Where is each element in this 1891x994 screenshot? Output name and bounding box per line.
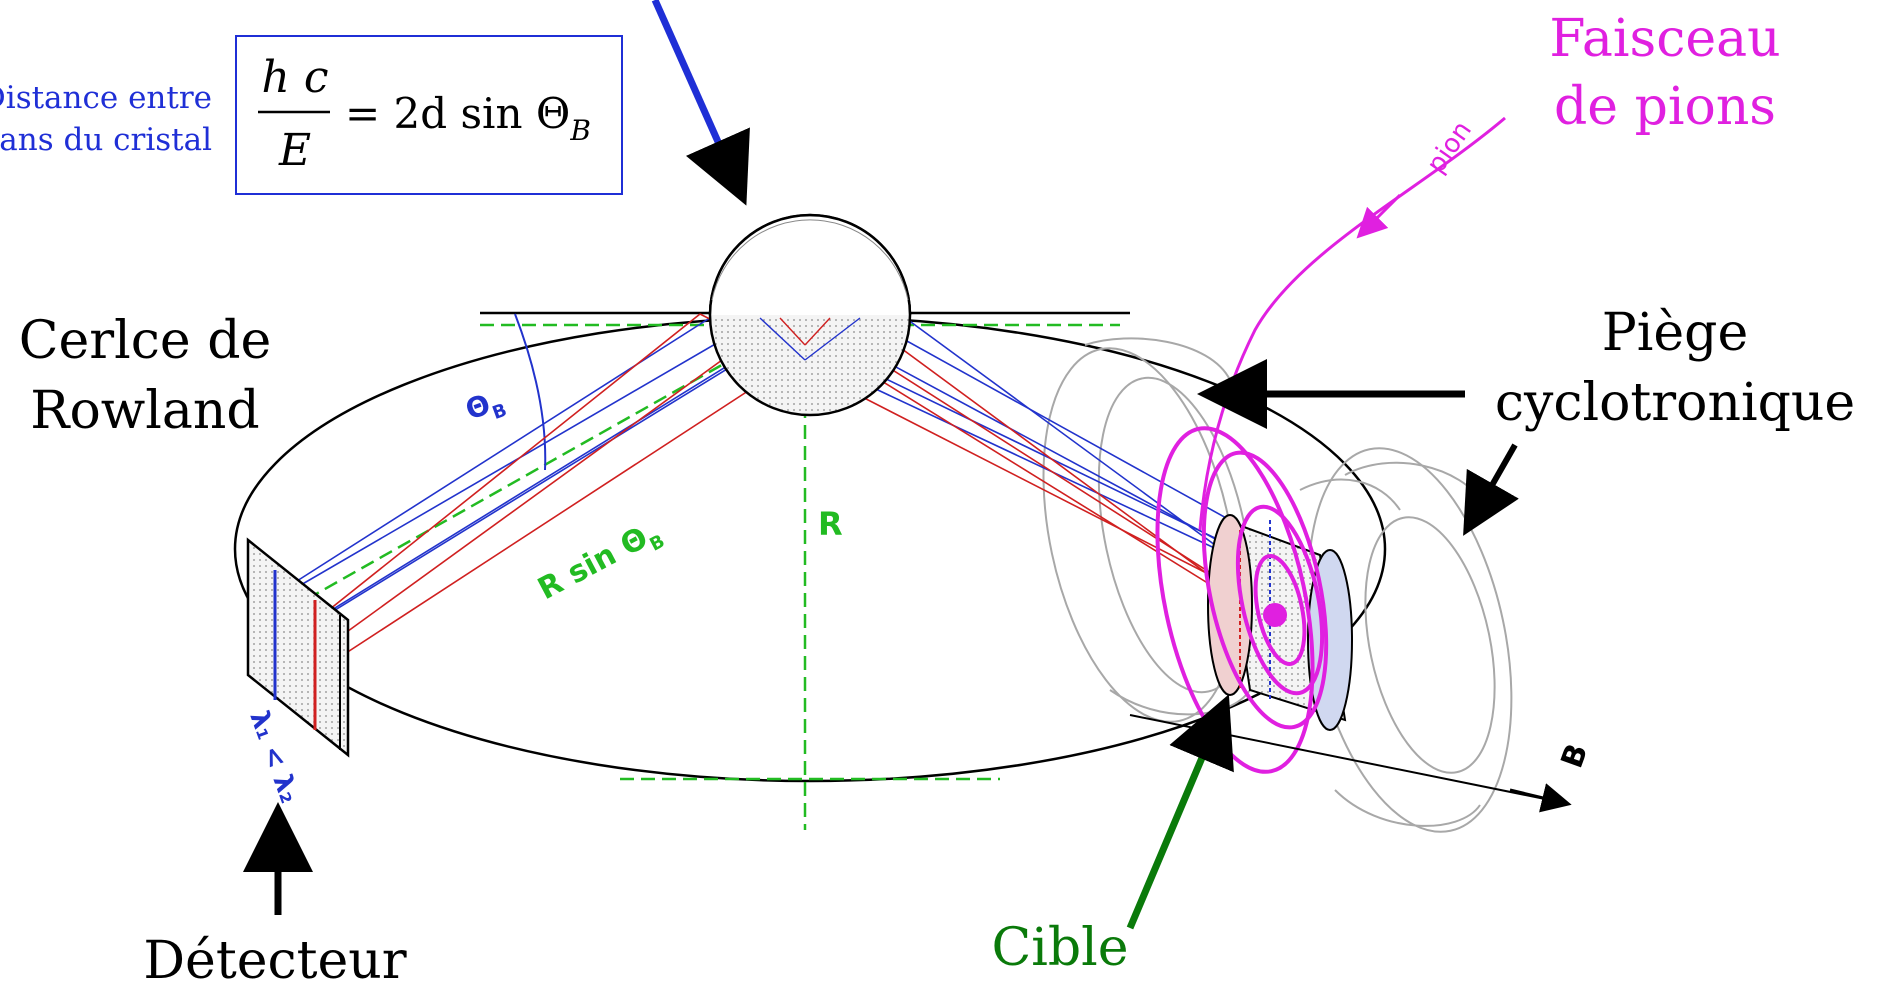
- r-sin-label: R sin ΘB: [532, 514, 668, 612]
- crystal-note-line1: Distance entre: [0, 80, 212, 116]
- target-pointer-arrow: [1130, 720, 1218, 928]
- crystal-note-line2: plans du cristal: [0, 122, 212, 158]
- crystal-pointer-arrow: [655, 0, 735, 180]
- b-field-label: B: [1555, 739, 1596, 772]
- rowland-label-line2: Rowland: [30, 381, 259, 441]
- r-label: R: [818, 505, 843, 543]
- formula-denominator: E: [278, 125, 311, 176]
- pion-direction-arrow: [1365, 195, 1400, 230]
- piege-label-line2: cyclotronique: [1495, 373, 1855, 433]
- crystal: [710, 215, 910, 415]
- faisceau-label-line2: de pions: [1554, 77, 1776, 137]
- lambda-label: λ₁ < λ₂: [243, 707, 304, 807]
- cible-label: Cible: [991, 918, 1128, 978]
- detecteur-label: Détecteur: [143, 931, 406, 991]
- piege-label-line1: Piège: [1602, 303, 1748, 363]
- theta-b-arc: [515, 314, 545, 470]
- trap-pointer-arrow-2: [1475, 445, 1515, 515]
- b-field-arrow: [1510, 790, 1560, 802]
- rowland-label-line1: Cerlce de: [19, 311, 272, 371]
- faisceau-label-line1: Faisceau: [1549, 9, 1780, 69]
- theta-b-label: ΘB: [461, 383, 510, 432]
- green-construction-lines: [270, 318, 1120, 830]
- formula-numerator: h c: [262, 52, 329, 103]
